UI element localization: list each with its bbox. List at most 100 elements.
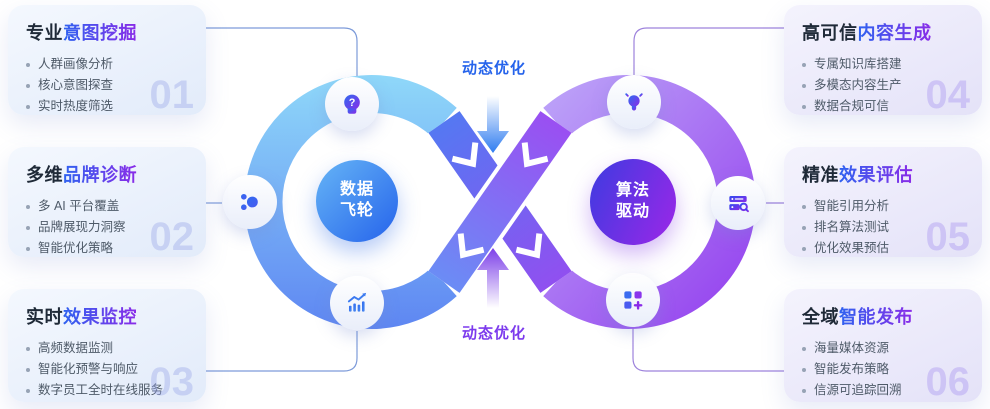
apps-plus-icon <box>606 273 660 327</box>
flow-label-top: 动态优化 <box>461 60 526 77</box>
card-title-accent: 意图挖掘 <box>63 23 137 43</box>
feature-item-label: 多模态内容生产 <box>814 78 902 92</box>
arrow-up-icon <box>477 248 509 308</box>
bullet-dot-icon <box>802 104 806 109</box>
hub-label-line: 驱动 <box>615 203 650 220</box>
card-item-list: 高频数据监测 智能化预警与响应 数字员工全时在线服务 <box>26 338 206 401</box>
feature-item: 智能化预警与响应 <box>26 359 206 380</box>
card-item-list: 智能引用分析 排名算法测试 优化效果预估 <box>802 196 982 259</box>
feature-item: 专属知识库搭建 <box>802 54 982 75</box>
feature-item: 数字员工全时在线服务 <box>26 380 206 401</box>
feature-item-label: 品牌展现力洞察 <box>38 220 126 234</box>
feature-item: 品牌展现力洞察 <box>26 217 206 238</box>
card-number: 02 <box>149 215 195 259</box>
bullet-dot-icon <box>26 83 30 88</box>
bullet-dot-icon <box>26 204 30 209</box>
svg-text:?: ? <box>349 97 356 109</box>
feature-item: 人群画像分析 <box>26 54 206 75</box>
feature-item-label: 高频数据监测 <box>38 341 114 355</box>
feature-item: 优化效果预估 <box>802 238 982 259</box>
bullet-dot-icon <box>802 388 806 393</box>
card-title: 专业意图挖掘 <box>26 19 206 45</box>
hub-label-line: 数据 <box>339 181 374 199</box>
bullet-dot-icon <box>802 246 806 251</box>
bullet-dot-icon <box>802 225 806 230</box>
card-title-accent: 内容生成 <box>857 23 932 43</box>
card-item-list: 专属知识库搭建 多模态内容生产 数据合规可信 <box>802 54 982 117</box>
feature-item-label: 信源可追踪回溯 <box>814 383 902 397</box>
card-title-accent: 智能发布 <box>839 307 913 327</box>
card-title-accent: 效果监控 <box>63 307 137 327</box>
card-title-plain: 全域 <box>802 307 839 327</box>
feature-item-label: 海量媒体资源 <box>814 341 890 355</box>
bullet-dot-icon <box>26 388 30 393</box>
bullet-dot-icon <box>26 104 30 109</box>
feature-item: 数据合规可信 <box>802 96 982 117</box>
card-title-accent: 品牌诊断 <box>63 165 137 185</box>
feature-item-label: 实时热度筛选 <box>38 99 114 113</box>
card-title: 精准效果评估 <box>802 161 982 187</box>
bullet-dot-icon <box>26 367 30 372</box>
flow-label-bottom: 动态优化 <box>461 325 526 342</box>
trend-chart-icon <box>330 276 384 330</box>
crossing-bands <box>425 108 575 296</box>
feature-card-02: 多维品牌诊断 多 AI 平台覆盖 品牌展现力洞察 智能优化策略 02 <box>8 147 206 257</box>
feature-item-label: 优化效果预估 <box>814 241 890 255</box>
hub-label-line: 算法 <box>615 182 650 200</box>
card-item-list: 人群画像分析 核心意图探查 实时热度筛选 <box>26 54 206 117</box>
bullet-dot-icon <box>802 83 806 88</box>
feature-card-05: 精准效果评估 智能引用分析 排名算法测试 优化效果预估 05 <box>784 147 982 257</box>
feature-item: 多 AI 平台覆盖 <box>26 196 206 217</box>
card-title-accent: 效果评估 <box>839 165 913 185</box>
feature-item-label: 智能化预警与响应 <box>38 362 139 376</box>
card-title-plain: 专业 <box>26 23 63 43</box>
feature-item: 排名算法测试 <box>802 217 982 238</box>
feature-item-label: 智能引用分析 <box>814 199 890 213</box>
card-title: 全域智能发布 <box>802 303 982 329</box>
card-title-plain: 实时 <box>26 307 63 327</box>
card-number: 04 <box>925 73 971 117</box>
data-flywheel-hub: 数据 飞轮 <box>316 160 398 242</box>
team-share-icon <box>223 175 277 229</box>
lightbulb-idea-icon <box>607 75 661 129</box>
bullet-dot-icon <box>26 346 30 351</box>
card-title: 实时效果监控 <box>26 303 206 329</box>
feature-item-label: 数据合规可信 <box>814 99 890 113</box>
feature-item: 智能发布策略 <box>802 359 982 380</box>
card-title: 高可信内容生成 <box>802 19 982 45</box>
feature-item-label: 核心意图探查 <box>38 78 114 92</box>
feature-item: 智能引用分析 <box>802 196 982 217</box>
feature-card-04: 高可信内容生成 专属知识库搭建 多模态内容生产 数据合规可信 04 <box>784 5 982 115</box>
card-title-plain: 多维 <box>26 165 63 185</box>
feature-item: 多模态内容生产 <box>802 75 982 96</box>
feature-item-label: 排名算法测试 <box>814 220 890 234</box>
card-number: 05 <box>925 215 971 259</box>
feature-item-label: 专属知识库搭建 <box>814 57 902 71</box>
feature-item-label: 人群画像分析 <box>38 57 114 71</box>
feature-item-label: 数字员工全时在线服务 <box>38 383 164 397</box>
arrow-down-icon <box>477 96 509 153</box>
feature-item: 智能优化策略 <box>26 238 206 259</box>
card-title-plain: 高可信 <box>802 23 858 43</box>
feature-item-label: 智能发布策略 <box>814 362 890 376</box>
feature-item-label: 多 AI 平台覆盖 <box>38 199 120 213</box>
bullet-dot-icon <box>802 204 806 209</box>
bullet-dot-icon <box>26 225 30 230</box>
card-number: 01 <box>149 73 195 117</box>
feature-item: 核心意图探查 <box>26 75 206 96</box>
card-title: 多维品牌诊断 <box>26 161 206 187</box>
feature-card-06: 全域智能发布 海量媒体资源 智能发布策略 信源可追踪回溯 06 <box>784 289 982 402</box>
card-title-plain: 精准 <box>802 165 839 185</box>
card-number: 06 <box>925 360 971 404</box>
intent-head-question-icon: ? <box>325 77 379 131</box>
feature-item: 高频数据监测 <box>26 338 206 359</box>
feature-item: 海量媒体资源 <box>802 338 982 359</box>
bullet-dot-icon <box>26 246 30 251</box>
bullet-dot-icon <box>802 346 806 351</box>
hub-label-line: 飞轮 <box>339 202 374 219</box>
bullet-dot-icon <box>26 62 30 67</box>
connector-lines <box>206 27 784 372</box>
card-item-list: 海量媒体资源 智能发布策略 信源可追踪回溯 <box>802 338 982 401</box>
algorithm-driven-hub: 算法 驱动 <box>590 159 676 245</box>
